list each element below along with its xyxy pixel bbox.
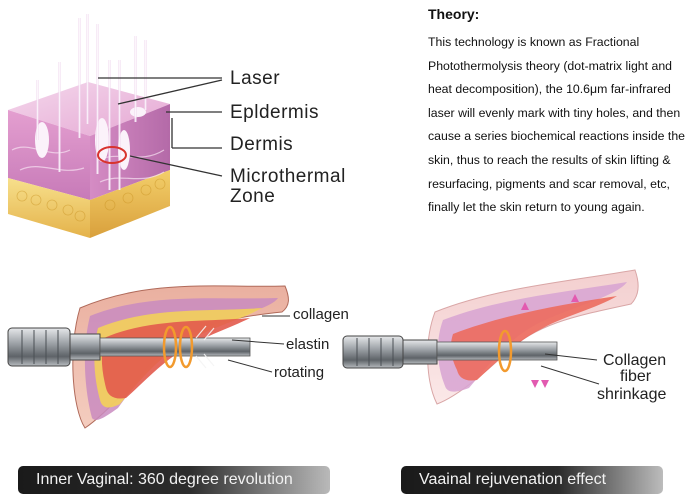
label-epidermis: Epldermis xyxy=(230,102,319,123)
callout-lines xyxy=(98,77,223,177)
handle-grooves xyxy=(21,330,59,364)
device-label-lines-right xyxy=(540,353,600,385)
probe-beams xyxy=(195,325,215,369)
label-fiber: fiber xyxy=(620,368,652,385)
label-dermis: Dermis xyxy=(230,134,294,155)
fat-cells xyxy=(16,178,166,222)
microthermal-ring xyxy=(97,146,127,164)
device-probe-right xyxy=(436,341,558,361)
device-handle xyxy=(7,327,71,367)
label-elastin: elastin xyxy=(286,336,330,353)
label-rotating: rotating xyxy=(274,364,325,381)
device-neck-right xyxy=(402,339,438,365)
fat-layer-front xyxy=(8,178,90,238)
caption-rejuvenation-effect: Vaainal rejuvenation effect xyxy=(401,466,663,494)
label-laser: Laser xyxy=(230,68,281,89)
label-zone: Zone xyxy=(230,186,276,207)
handle-grooves-right xyxy=(356,338,394,366)
inner-vaginal-device-illustration xyxy=(7,285,290,429)
label-collagen-left: collagen xyxy=(293,306,349,323)
label-microthermal: Microthermal xyxy=(230,166,346,187)
theory-title: Theory: xyxy=(428,6,480,22)
shrinkage-arrows xyxy=(521,294,579,388)
vaginal-rejuvenation-illustration xyxy=(342,269,639,405)
fat-layer-side xyxy=(90,170,170,238)
laser-beams xyxy=(36,14,147,190)
theory-body: This technology is known as Fractional P… xyxy=(428,35,686,215)
rings-right xyxy=(497,329,513,373)
device-neck xyxy=(69,333,101,361)
label-shrinkage: shrinkage xyxy=(597,386,667,403)
label-collagen-right: Collagen xyxy=(603,352,667,369)
caption-inner-vaginal: Inner Vaginal: 360 degree revolution xyxy=(18,466,330,494)
theory-section: Theory: This technology is known as Frac… xyxy=(428,6,696,220)
skin-front-face xyxy=(8,110,90,200)
device-label-lines xyxy=(227,315,290,373)
skin-cross-section-diagram xyxy=(8,14,223,238)
rotating-rings xyxy=(162,325,194,369)
device-handle-right xyxy=(342,335,404,369)
